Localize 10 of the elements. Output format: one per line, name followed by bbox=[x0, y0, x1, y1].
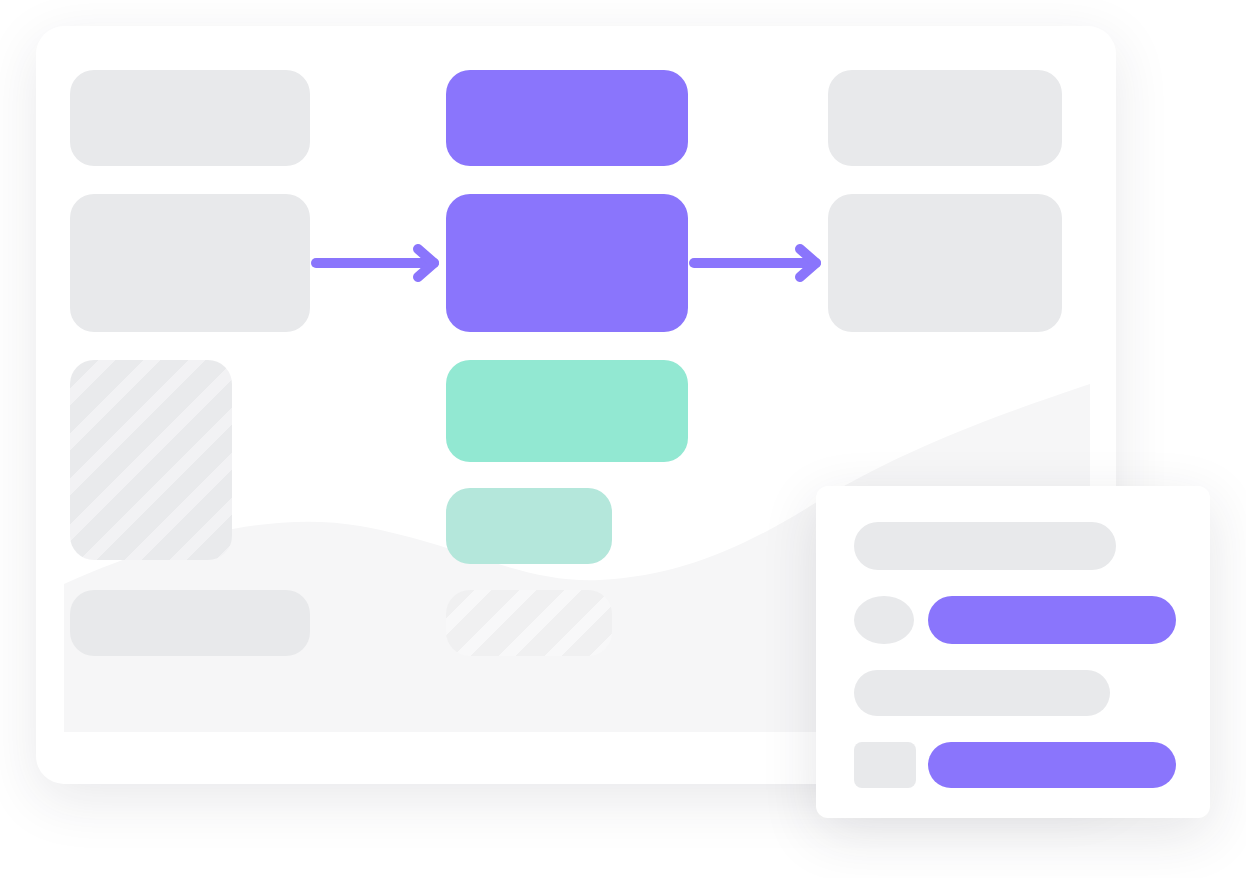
popup-card bbox=[816, 486, 1210, 818]
arrow bbox=[311, 244, 439, 282]
accent-block bbox=[446, 360, 688, 462]
arrow bbox=[689, 244, 821, 282]
accent-block bbox=[446, 194, 688, 332]
accent-bar bbox=[928, 596, 1176, 644]
accent-bar bbox=[928, 742, 1176, 788]
placeholder-block bbox=[70, 194, 310, 332]
accent-block bbox=[446, 488, 612, 564]
accent-block bbox=[446, 70, 688, 166]
